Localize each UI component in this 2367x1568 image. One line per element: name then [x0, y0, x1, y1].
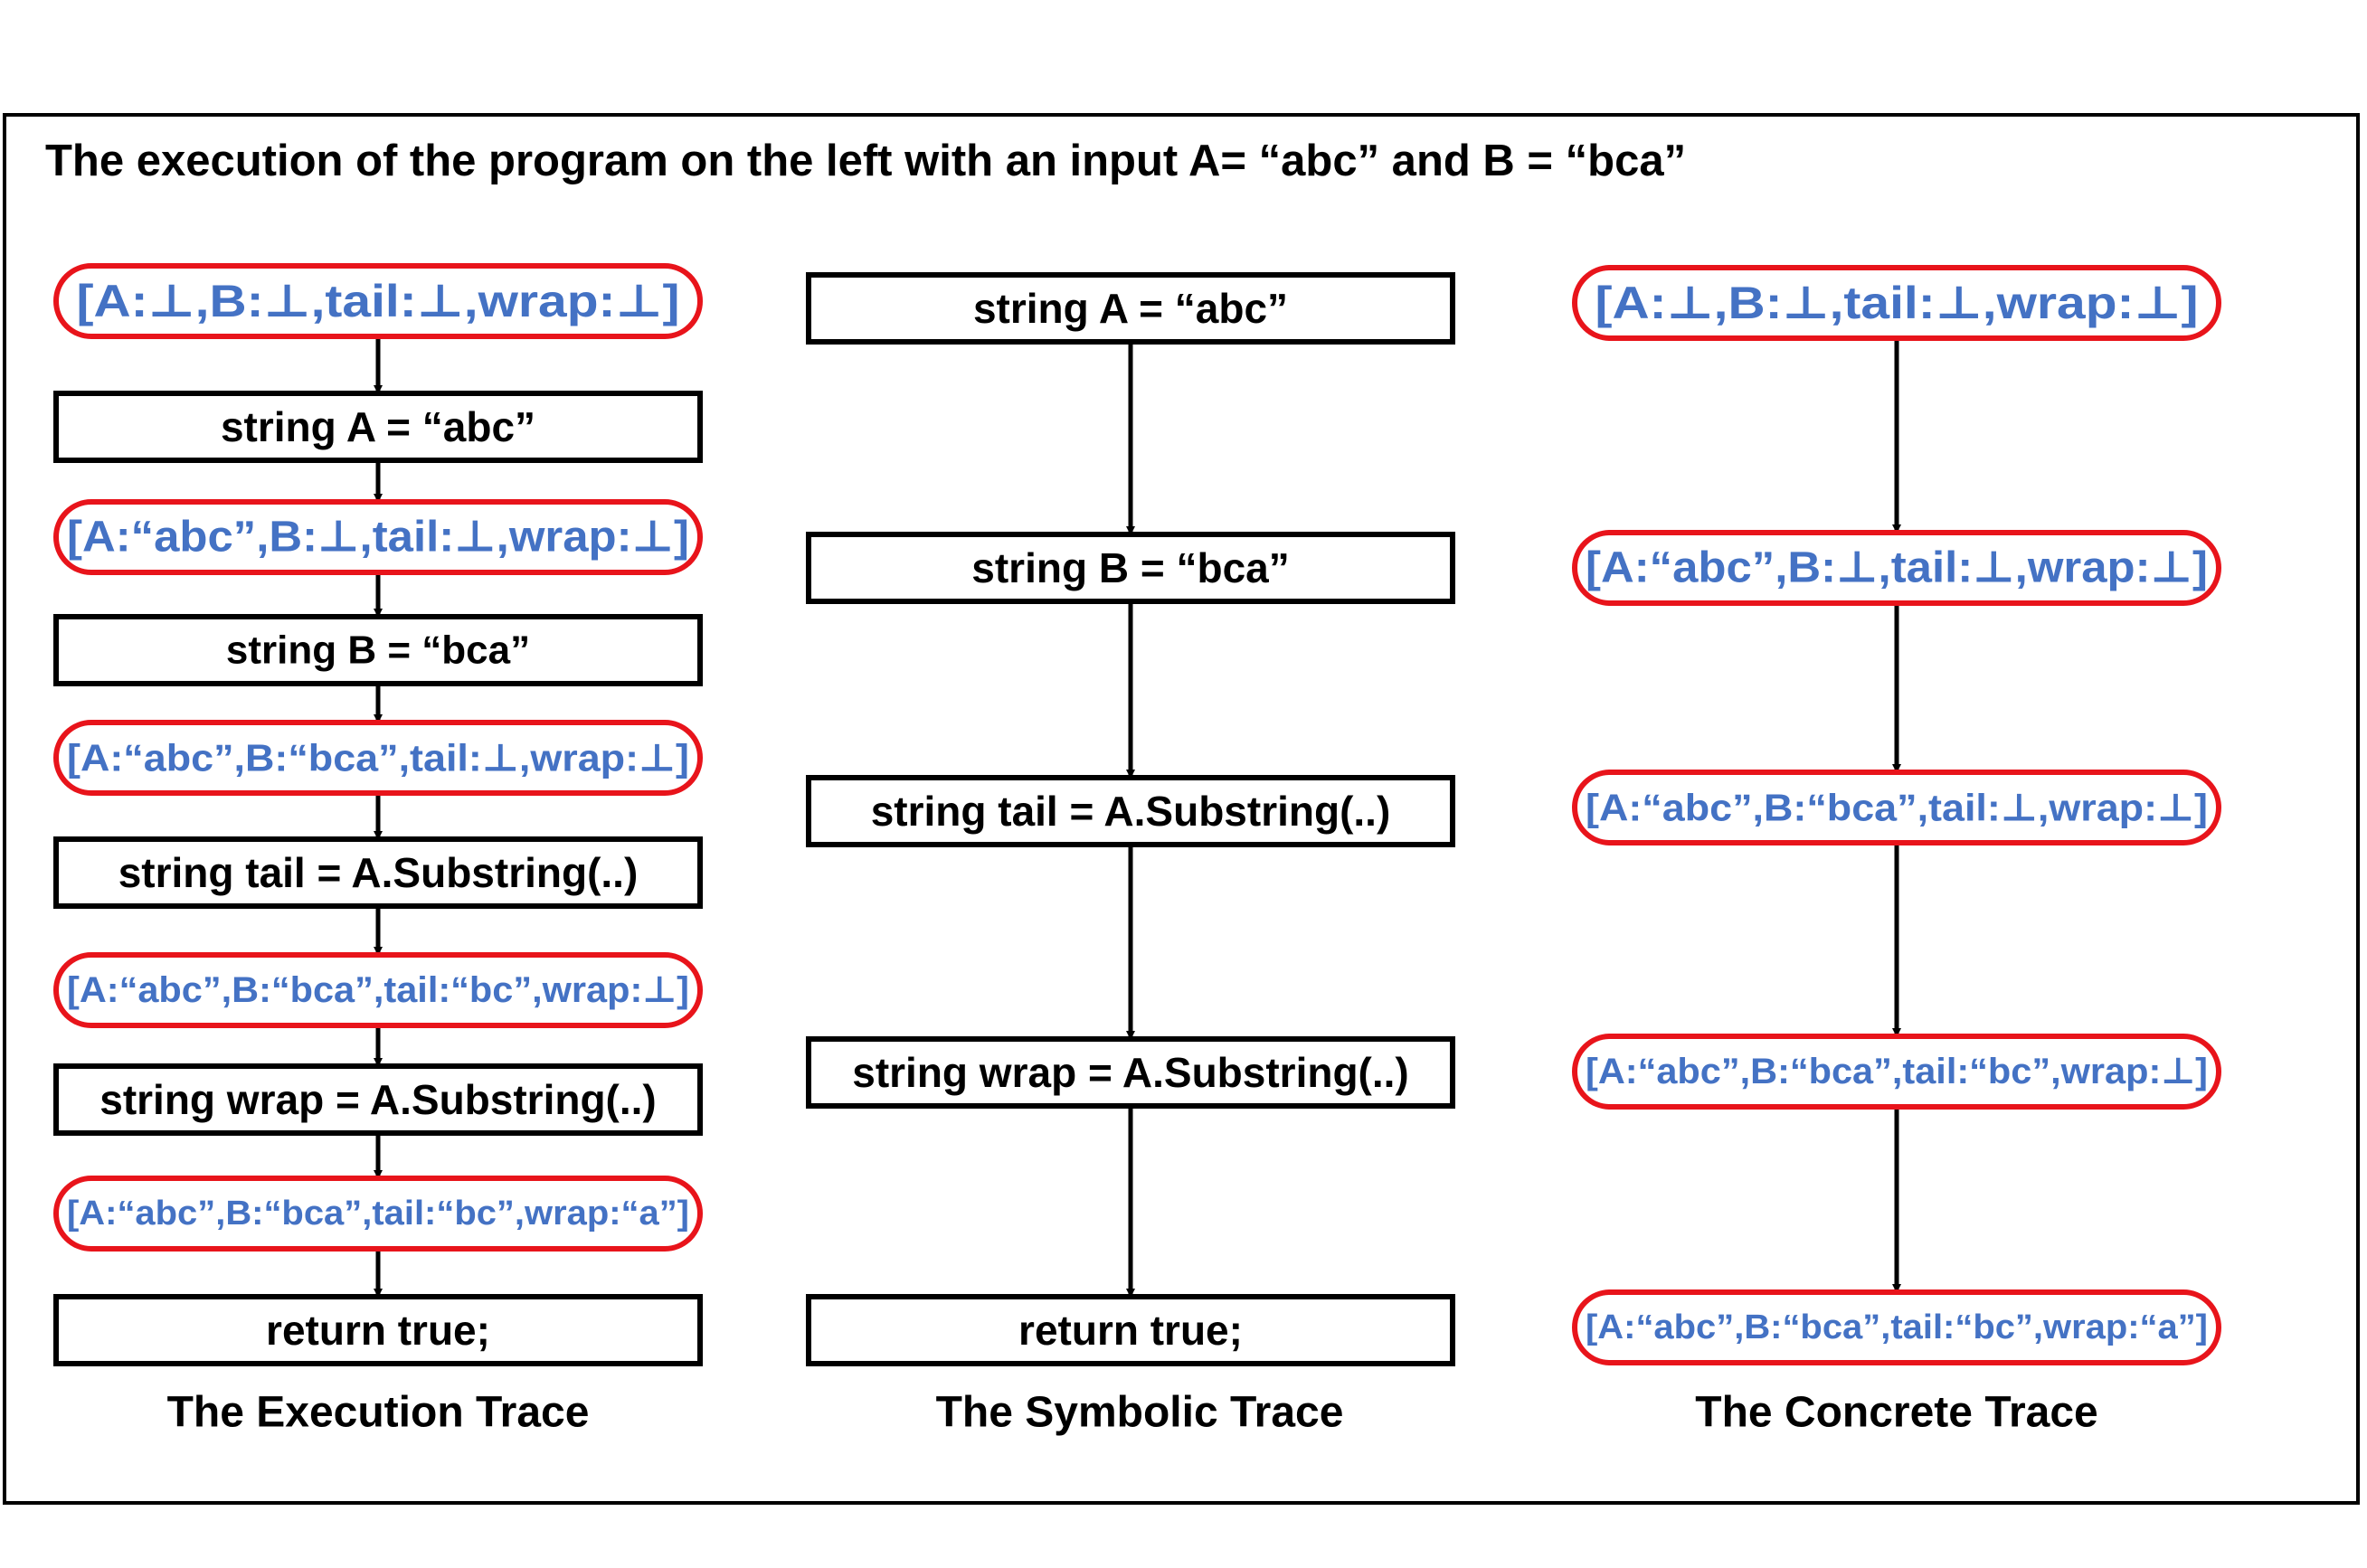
statement-node: string tail = A.Substring(..) [806, 775, 1455, 847]
state-node: [A:“abc”,B:“bca”,tail:⊥,wrap:⊥] [1572, 770, 2221, 845]
state-node: [A:⊥,B:⊥,tail:⊥,wrap:⊥] [53, 263, 703, 339]
statement-node-border [53, 1063, 703, 1136]
state-label: [A:“abc”,B:“bca”,tail:“bc”,wrap:“a”] [1586, 1308, 2208, 1346]
state-node: [A:“abc”,B:“bca”,tail:“bc”,wrap:⊥] [1572, 1034, 2221, 1110]
statement-node-border [53, 391, 703, 463]
statement-node-border [806, 532, 1455, 604]
statement-label: string B = “bca” [971, 544, 1289, 591]
state-label: [A:⊥,B:⊥,tail:⊥,wrap:⊥] [77, 276, 680, 326]
state-label: [A:“abc”,B:⊥,tail:⊥,wrap:⊥] [67, 514, 689, 562]
state-node-border [1572, 530, 2221, 606]
state-node: [A:“abc”,B:“bca”,tail:⊥,wrap:⊥] [53, 720, 703, 796]
statement-node-border [806, 1036, 1455, 1109]
state-node: [A:“abc”,B:“bca”,tail:“bc”,wrap:“a”] [53, 1176, 703, 1252]
statement-node: string B = “bca” [53, 614, 703, 686]
statement-label: return true; [1018, 1307, 1243, 1354]
statement-label: string A = “abc” [973, 285, 1288, 332]
state-label: [A:⊥,B:⊥,tail:⊥,wrap:⊥] [1595, 278, 2199, 328]
state-label: [A:“abc”,B:“bca”,tail:“bc”,wrap:⊥] [1586, 1052, 2208, 1091]
statement-node: return true; [806, 1294, 1455, 1366]
state-label: [A:“abc”,B:“bca”,tail:“bc”,wrap:⊥] [67, 970, 689, 1010]
statement-node-border [53, 614, 703, 686]
state-label: [A:“abc”,B:⊥,tail:⊥,wrap:⊥] [1586, 544, 2208, 592]
statement-label: return true; [266, 1307, 490, 1354]
statement-node: string B = “bca” [806, 532, 1455, 604]
state-node-border [53, 263, 703, 339]
diagram-frame [3, 113, 2360, 1505]
state-node: [A:⊥,B:⊥,tail:⊥,wrap:⊥] [1572, 265, 2221, 341]
statement-label: string tail = A.Substring(..) [118, 849, 639, 896]
state-node-border [1572, 265, 2221, 341]
statement-node: string A = “abc” [806, 272, 1455, 345]
state-label: [A:“abc”,B:“bca”,tail:⊥,wrap:⊥] [67, 737, 689, 779]
statement-label: string wrap = A.Substring(..) [99, 1076, 657, 1123]
state-node-border [1572, 770, 2221, 845]
state-node-border [53, 1176, 703, 1252]
statement-node: string wrap = A.Substring(..) [53, 1063, 703, 1136]
statement-node: string A = “abc” [53, 391, 703, 463]
statement-node: string wrap = A.Substring(..) [806, 1036, 1455, 1109]
state-node: [A:“abc”,B:⊥,tail:⊥,wrap:⊥] [53, 499, 703, 575]
statement-node-border [53, 836, 703, 909]
statement-label: string tail = A.Substring(..) [871, 788, 1391, 835]
statement-node-border [806, 1294, 1455, 1366]
state-node: [A:“abc”,B:“bca”,tail:“bc”,wrap:⊥] [53, 952, 703, 1028]
statement-node-border [806, 272, 1455, 345]
state-node: [A:“abc”,B:“bca”,tail:“bc”,wrap:“a”] [1572, 1289, 2221, 1365]
state-node-border [53, 720, 703, 796]
state-node-border [1572, 1034, 2221, 1110]
statement-node: string tail = A.Substring(..) [53, 836, 703, 909]
column-caption: The Concrete Trace [1695, 1389, 2098, 1437]
column-caption: The Symbolic Trace [936, 1389, 1344, 1437]
page-title: The execution of the program on the left… [45, 137, 1687, 185]
state-node-border [53, 499, 703, 575]
state-label: [A:“abc”,B:“bca”,tail:⊥,wrap:⊥] [1586, 787, 2208, 829]
state-node: [A:“abc”,B:⊥,tail:⊥,wrap:⊥] [1572, 530, 2221, 606]
statement-label: string A = “abc” [221, 403, 535, 450]
state-node-border [1572, 1289, 2221, 1365]
statement-label: string B = “bca” [226, 628, 530, 673]
statement-node-border [806, 775, 1455, 847]
column-caption: The Execution Trace [167, 1389, 590, 1437]
statement-node-border [53, 1294, 703, 1366]
statement-node: return true; [53, 1294, 703, 1366]
state-label: [A:“abc”,B:“bca”,tail:“bc”,wrap:“a”] [67, 1195, 689, 1233]
statement-label: string wrap = A.Substring(..) [852, 1049, 1409, 1096]
state-node-border [53, 952, 703, 1028]
